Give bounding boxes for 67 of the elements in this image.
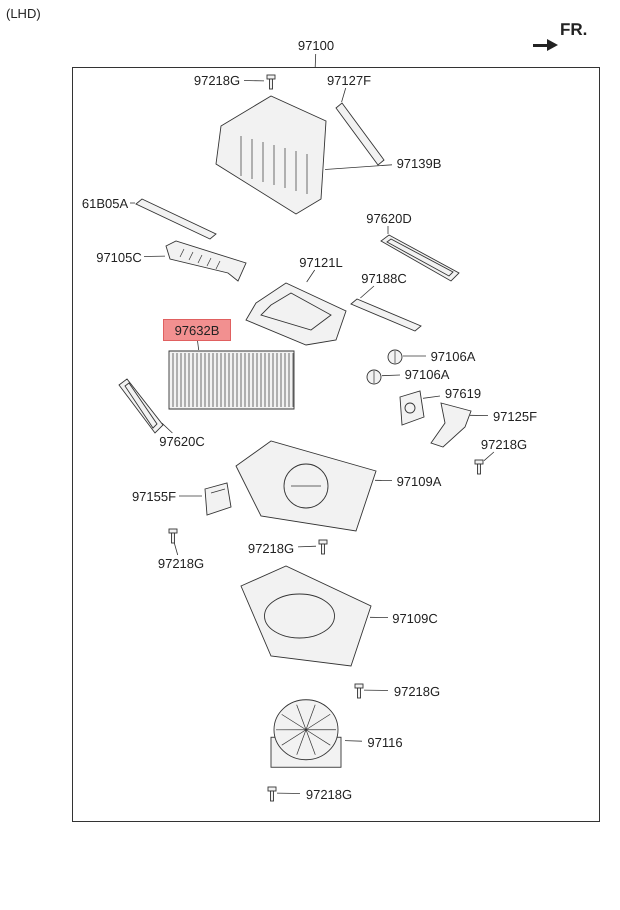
callout-number: 97106A — [427, 349, 479, 365]
screw-drawing — [266, 786, 278, 802]
callout-number: 97218G — [189, 73, 245, 89]
screw-drawing — [265, 74, 277, 90]
leader-line — [162, 422, 173, 434]
duct-drawing — [166, 241, 246, 281]
air-filter-drawing — [169, 351, 294, 409]
leader-line — [197, 340, 200, 350]
leader-line — [360, 286, 374, 298]
leader-line — [374, 480, 392, 481]
direction-label: FR. — [560, 20, 588, 40]
filter-housing-drawing — [246, 283, 346, 345]
screw-drawing — [167, 528, 179, 544]
seal-strip-drawing — [351, 299, 421, 331]
highlighted-callout-number: 97632B — [163, 319, 231, 341]
callout-number: 97105C — [93, 250, 145, 266]
seal-strip-drawing — [136, 199, 216, 239]
leader-line — [174, 542, 178, 556]
callout-number: 97100 — [294, 38, 338, 54]
leader-line — [144, 256, 166, 257]
variant-note: (LHD) — [6, 6, 41, 22]
callout-number: 97125F — [489, 409, 541, 425]
resistor-drawing — [203, 483, 233, 515]
leader-line — [422, 396, 440, 399]
callout-number: 97121L — [295, 255, 347, 271]
callout-number: 97109C — [389, 611, 441, 627]
callout-number: 61B05A — [79, 196, 131, 212]
leader-line — [370, 616, 388, 618]
callout-number: 97116 — [363, 735, 407, 751]
leader-line — [298, 546, 316, 548]
leader-line — [364, 690, 388, 691]
callout-number: 97106A — [401, 367, 453, 383]
leader-line — [484, 452, 494, 462]
actuator-lever-drawing — [431, 403, 471, 447]
callout-number: 97109A — [393, 474, 445, 490]
screw-drawing — [473, 459, 485, 475]
filter-cover-drawing — [119, 379, 163, 433]
assembly-frame — [72, 67, 600, 822]
callout-number: 97620D — [363, 211, 415, 227]
callout-number: 97218G — [389, 684, 445, 700]
callout-number: 97188C — [358, 271, 410, 287]
clip-drawing — [365, 369, 383, 385]
leader-line — [276, 792, 300, 794]
callout-number: 97218G — [301, 787, 357, 803]
leader-line — [470, 414, 488, 416]
leader-line — [344, 740, 362, 742]
callout-number: 97218G — [476, 437, 532, 453]
callout-number: 97218G — [153, 556, 209, 572]
leader-line — [314, 54, 316, 68]
leader-line — [244, 80, 264, 82]
callout-number: 97139B — [393, 156, 445, 172]
leader-line — [324, 164, 392, 170]
screw-drawing — [353, 683, 365, 699]
screw-drawing — [317, 539, 329, 555]
callout-number: 97620C — [156, 434, 208, 450]
leader-line — [382, 374, 400, 376]
seal-strip-drawing — [336, 103, 384, 165]
leader-line — [306, 270, 316, 282]
leader-line — [130, 202, 136, 204]
lower-case-drawing — [241, 566, 371, 666]
callout-number: 97619 — [441, 386, 485, 402]
blower-case-drawing — [236, 441, 376, 531]
callout-number: 97218G — [243, 541, 299, 557]
callout-number: 97127F — [323, 73, 375, 89]
clip-drawing — [386, 349, 404, 365]
leader-line — [341, 88, 346, 102]
callout-number: 97155F — [128, 489, 180, 505]
